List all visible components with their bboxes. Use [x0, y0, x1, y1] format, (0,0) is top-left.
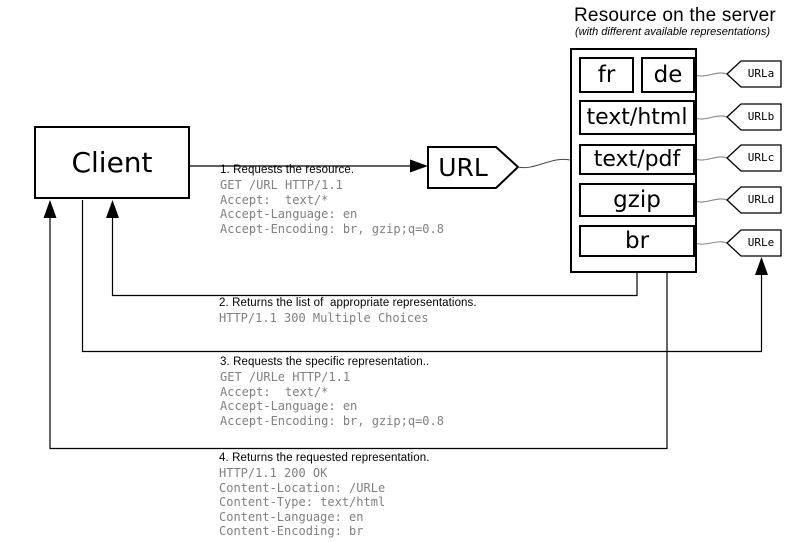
connector-de-urla: [694, 72, 728, 77]
http-line: Accept: text/*: [220, 384, 329, 399]
representation-text-pdf: text/pdf: [579, 144, 695, 175]
http-line: Accept-Language: en: [220, 399, 358, 413]
message-4-returns-representation: 4. Returns the requested representation.…: [219, 452, 430, 539]
server-resource-box: [570, 48, 697, 273]
http-line: HTTP/1.1 300 Multiple Choices: [219, 311, 429, 325]
arrowhead-up-icon: [43, 200, 57, 218]
server-subtitle: (with different available representation…: [575, 26, 771, 38]
http-line: Accept-Language: en: [220, 207, 358, 221]
representation-label: text/html: [586, 105, 688, 130]
message-2-returns-list: 2. Returns the list of appropriate repre…: [219, 297, 477, 326]
representation-label: de: [653, 62, 683, 88]
url-tag-shape-d: [726, 186, 782, 214]
http-line: Content-Encoding: br: [219, 524, 364, 538]
url-tag-label-urld: URLd: [747, 193, 775, 206]
http-line: Accept-Encoding: br, gzip;q=0.8: [220, 221, 444, 236]
message-title: 3. Requests the specific representation.…: [220, 356, 430, 368]
http-line: HTTP/1.1 200 OK: [219, 466, 328, 480]
message-title: 1. Requests the resource.: [220, 164, 355, 176]
http-line: GET /URLe HTTP/1.1: [220, 370, 351, 384]
connector-br-urle: [694, 241, 728, 245]
flow4-response-line: [49, 217, 668, 450]
representation-label: fr: [597, 62, 616, 88]
server-title: Resource on the server: [574, 5, 776, 26]
url-tag-label-urle: URLe: [747, 236, 775, 249]
arrowhead-up-icon: [106, 200, 119, 218]
representation-de: de: [641, 57, 695, 93]
url-to-server-connector: [517, 158, 571, 169]
client-label: Client: [71, 146, 153, 179]
http-line: Accept-Encoding: br, gzip;q=0.8: [220, 413, 444, 428]
http-line: Accept: text/*: [220, 192, 329, 207]
http-line: GET /URL HTTP/1.1: [220, 178, 343, 192]
message-3-requests-specific: 3. Requests the specific representation.…: [220, 356, 444, 428]
url-tag-label-urlb: URLb: [747, 110, 775, 123]
http-line: Content-Type: text/html: [219, 495, 386, 509]
client-node: Client: [34, 126, 190, 199]
flow2-response-line: [111, 217, 638, 297]
url-tag-shape-c: [726, 144, 782, 172]
representation-label: text/pdf: [593, 147, 681, 172]
url-tag-shape-b: [726, 103, 782, 131]
representation-label: br: [624, 228, 650, 254]
http-line: Content-Location: /URLe: [219, 480, 386, 495]
arrowhead-up-icon: [755, 257, 768, 275]
message-1-requests-resource: 1. Requests the resource. GET /URL HTTP/…: [220, 164, 444, 236]
url-tag-label-urlc: URLc: [747, 151, 775, 164]
message-title: 2. Returns the list of appropriate repre…: [219, 297, 477, 309]
representation-br: br: [579, 225, 695, 257]
connector-html-urlb: [694, 115, 728, 120]
url-tag-shape-e: [726, 229, 782, 257]
url-tag-shape-a: [726, 60, 782, 88]
flow3-request-line: [81, 200, 763, 353]
representation-text-html: text/html: [579, 100, 695, 135]
representation-gzip: gzip: [579, 183, 695, 217]
url-tag-label-urla: URLa: [747, 67, 775, 80]
message-title: 4. Returns the requested representation.: [219, 452, 430, 464]
connector-gzip-urld: [694, 198, 728, 203]
http-line: Content-Language: en: [219, 509, 364, 524]
representation-fr: fr: [579, 57, 634, 93]
arrowhead-right-icon: [410, 159, 428, 173]
connector-pdf-urlc: [694, 156, 728, 161]
url-node-label: URL: [438, 152, 488, 182]
url-node-shape: [427, 146, 520, 189]
representation-label: gzip: [613, 187, 661, 213]
